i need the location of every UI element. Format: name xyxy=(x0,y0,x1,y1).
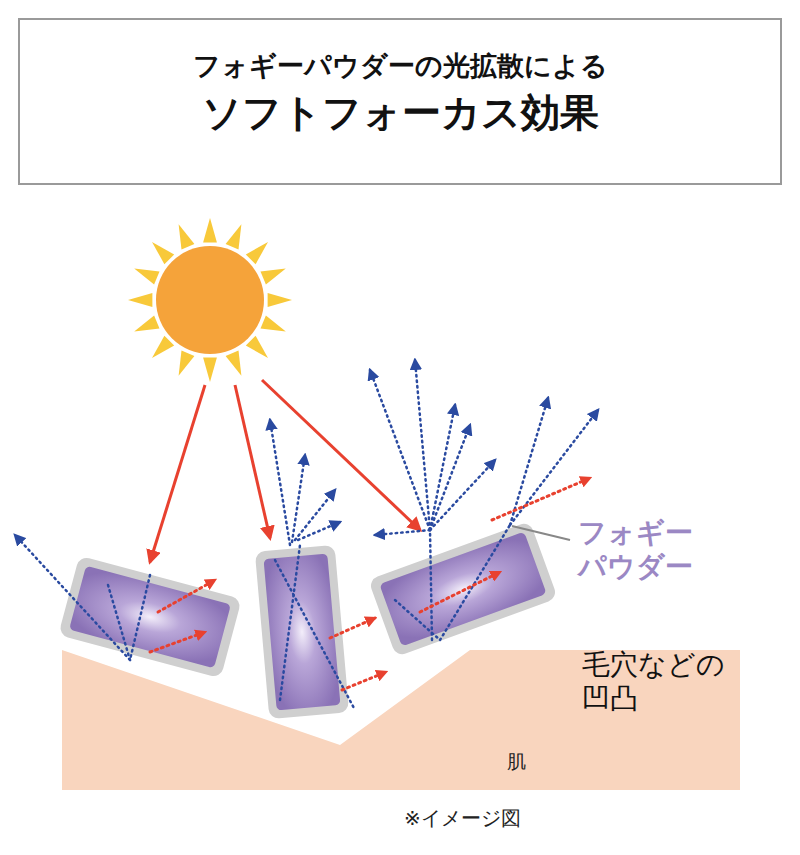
light-ray xyxy=(430,530,432,640)
light-ray xyxy=(298,522,340,540)
light-ray xyxy=(420,572,500,612)
sun-ray xyxy=(179,351,195,376)
sun-ray xyxy=(268,293,292,307)
light-ray xyxy=(415,360,430,530)
sun-ray xyxy=(128,293,152,307)
light-ray xyxy=(375,530,430,535)
sun-ray xyxy=(203,218,217,242)
title-box: フォギーパウダーの光拡散によるソフトフォーカス効果 xyxy=(18,18,782,185)
callout-label: 毛穴などの 凹凸 xyxy=(582,648,736,715)
light-ray xyxy=(158,580,215,612)
callout-label: フォギー パウダー xyxy=(578,516,707,583)
light-ray xyxy=(440,525,510,640)
light-ray xyxy=(492,478,590,520)
skin-label: 肌 xyxy=(507,750,526,773)
light-ray xyxy=(330,618,375,638)
sun-disc xyxy=(156,246,264,354)
light-ray xyxy=(130,575,150,660)
sun-ray xyxy=(226,224,242,249)
light-ray xyxy=(292,455,305,542)
light-ray xyxy=(342,672,386,690)
light-ray xyxy=(150,632,205,652)
light-ray xyxy=(150,385,205,562)
sun-ray xyxy=(261,316,286,332)
sun-ray xyxy=(246,242,268,264)
sun-ray xyxy=(134,269,159,285)
title-main: ソフトフォーカス効果 xyxy=(20,82,780,137)
sun-ray xyxy=(203,358,217,382)
sun-ray xyxy=(261,269,286,285)
light-ray xyxy=(510,398,548,525)
light-ray xyxy=(15,535,130,660)
light-ray xyxy=(270,420,290,545)
note: ※イメージ図 xyxy=(404,806,521,830)
light-ray xyxy=(262,380,420,530)
light-ray xyxy=(235,385,270,538)
sun-ray xyxy=(134,316,159,332)
light-ray xyxy=(430,405,455,530)
sun-ray xyxy=(246,336,268,358)
light-ray xyxy=(275,560,355,710)
light-ray xyxy=(510,410,598,525)
light-ray xyxy=(430,460,495,530)
title-line: フォギーパウダーの光拡散による xyxy=(20,20,780,82)
sun-ray xyxy=(226,351,242,376)
light-ray xyxy=(370,370,430,530)
leader-line xyxy=(512,526,570,540)
light-ray xyxy=(395,600,440,640)
light-ray xyxy=(280,545,300,700)
sun xyxy=(128,218,292,382)
sun-ray xyxy=(152,336,174,358)
sun-ray xyxy=(179,224,195,249)
light-ray xyxy=(430,425,470,530)
sun-ray xyxy=(152,242,174,264)
